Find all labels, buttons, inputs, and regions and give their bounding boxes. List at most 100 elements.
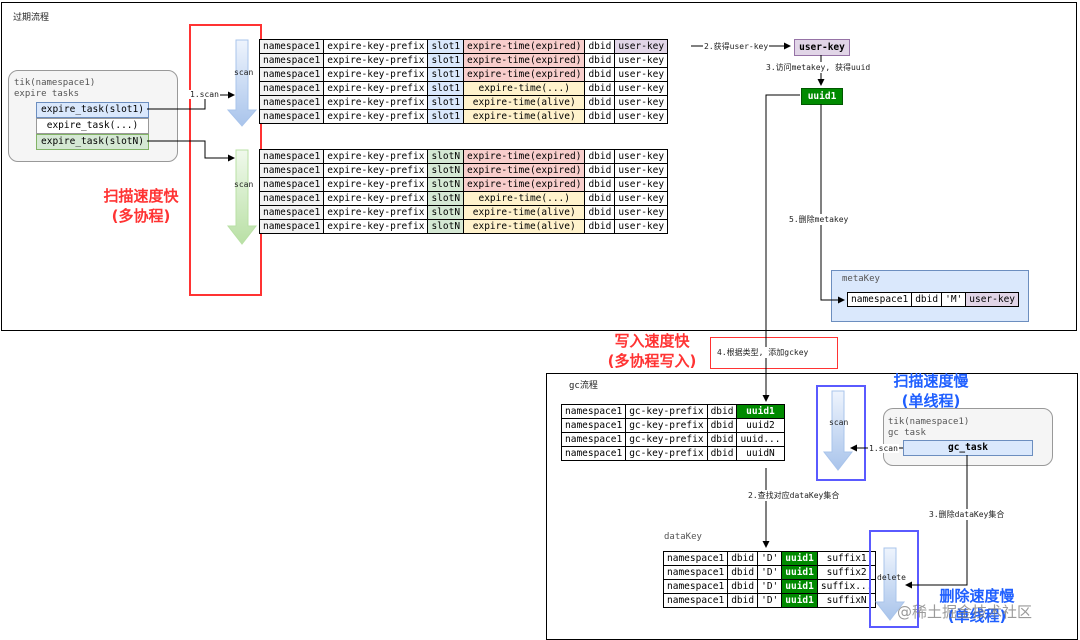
expire-time-cell: expire-time(alive) bbox=[463, 219, 586, 234]
expire-time-cell: expire-time(expired) bbox=[463, 39, 586, 54]
slot-cell: slotN bbox=[427, 177, 465, 192]
metakey-title: metaKey bbox=[842, 274, 880, 284]
expire-time-cell: expire-time(alive) bbox=[463, 205, 586, 220]
dbid-cell: dbid bbox=[584, 191, 616, 206]
step5-label: 5.删除metakey bbox=[788, 214, 850, 225]
gc-scan-slow-line2: (单线程) bbox=[901, 392, 961, 410]
slot-cell: slotN bbox=[427, 149, 465, 164]
dbid-cell: dbid bbox=[727, 551, 759, 566]
scan-fast-label: 扫描速度快 (多协程) bbox=[88, 186, 194, 226]
user-key-cell: user-key bbox=[614, 109, 669, 124]
expire-flow-title: 过期流程 bbox=[13, 13, 50, 23]
dbid-cell: dbid bbox=[584, 163, 616, 178]
user-key-cell: user-key bbox=[614, 163, 669, 178]
type-cell: 'M' bbox=[941, 292, 967, 307]
expire-task-slotN[interactable]: expire_task(slotN) bbox=[36, 134, 149, 150]
slot-cell: slotN bbox=[427, 191, 465, 206]
gc-scan-label: scan bbox=[829, 418, 849, 427]
namespace-cell: namespace1 bbox=[662, 565, 729, 580]
slot-cell: slotN bbox=[427, 163, 465, 178]
slot-cell: slot1 bbox=[427, 53, 465, 68]
key-prefix-cell: expire-key-prefix bbox=[323, 191, 429, 206]
expire-time-cell: expire-time(expired) bbox=[463, 177, 586, 192]
namespace-cell: namespace1 bbox=[258, 67, 325, 82]
gc-step1-label: 1.scan bbox=[868, 444, 899, 453]
dbid-cell: dbid bbox=[584, 39, 616, 54]
expire-time-cell: expire-time(expired) bbox=[463, 149, 586, 164]
dbid-cell: dbid bbox=[584, 149, 616, 164]
gc-scan-outline bbox=[816, 385, 866, 481]
uuid-cell: uuid1 bbox=[736, 404, 785, 419]
slot-cell: slot1 bbox=[427, 39, 465, 54]
gc-flow-title: gc流程 bbox=[569, 381, 598, 391]
uuid-cell: uuid... bbox=[736, 432, 785, 447]
suffix-cell: suffixN bbox=[816, 593, 877, 608]
dbid-cell: dbid bbox=[706, 418, 738, 433]
key-prefix-cell: expire-key-prefix bbox=[323, 163, 429, 178]
dbid-cell: dbid bbox=[584, 67, 616, 82]
scan-label-blue: scan bbox=[234, 68, 254, 77]
dbid-cell: dbid bbox=[584, 177, 616, 192]
user-key-box[interactable]: user-key bbox=[794, 39, 850, 56]
dbid-cell: dbid bbox=[727, 593, 759, 608]
namespace-cell: namespace1 bbox=[662, 551, 729, 566]
gc-key-prefix-cell: gc-key-prefix bbox=[625, 432, 708, 447]
gc-task-line2: gc task bbox=[888, 428, 926, 438]
slot-cell: slot1 bbox=[427, 81, 465, 96]
expire-tasks-line2: expire tasks bbox=[14, 89, 80, 99]
uuid-cell: uuid1 bbox=[781, 593, 818, 608]
step1-scan-label: 1.scan bbox=[189, 90, 220, 99]
namespace-cell: namespace1 bbox=[560, 404, 627, 419]
key-prefix-cell: expire-key-prefix bbox=[323, 67, 429, 82]
gc-task-item[interactable]: gc_task bbox=[903, 440, 1033, 456]
dbid-cell: dbid bbox=[584, 109, 616, 124]
namespace-cell: namespace1 bbox=[258, 163, 325, 178]
step4-label: 4.根据类型, 添加gckey bbox=[716, 347, 810, 358]
expire-tasks-line1: tik(namespace1) bbox=[14, 78, 96, 88]
namespace-cell: namespace1 bbox=[258, 177, 325, 192]
namespace-cell: namespace1 bbox=[846, 292, 913, 307]
key-prefix-cell: expire-key-prefix bbox=[323, 177, 429, 192]
gc-delete-label: delete bbox=[877, 573, 906, 582]
key-prefix-cell: expire-key-prefix bbox=[323, 149, 429, 164]
expire-task-ellipsis[interactable]: expire_task(...) bbox=[36, 118, 149, 134]
uuid1-box[interactable]: uuid1 bbox=[801, 88, 843, 105]
delete-slow-line2: (单线程) bbox=[947, 607, 1007, 625]
gc-key-prefix-cell: gc-key-prefix bbox=[625, 404, 708, 419]
slot-cell: slotN bbox=[427, 205, 465, 220]
user-key-cell: user-key bbox=[614, 53, 669, 68]
gc-key-prefix-cell: gc-key-prefix bbox=[625, 446, 708, 461]
expire-time-cell: expire-time(alive) bbox=[463, 109, 586, 124]
namespace-cell: namespace1 bbox=[560, 418, 627, 433]
suffix-cell: suffix1 bbox=[816, 551, 877, 566]
write-fast-line2: (多协程写入) bbox=[607, 352, 697, 370]
user-key-cell: user-key bbox=[614, 149, 669, 164]
dbid-cell: dbid bbox=[706, 446, 738, 461]
key-prefix-cell: expire-key-prefix bbox=[323, 109, 429, 124]
uuid-cell: uuid1 bbox=[781, 565, 818, 580]
expire-task-slot1[interactable]: expire_task(slot1) bbox=[36, 102, 149, 118]
expire-time-cell: expire-time(...) bbox=[463, 81, 586, 96]
expire-time-cell: expire-time(expired) bbox=[463, 163, 586, 178]
dbid-cell: dbid bbox=[727, 579, 759, 594]
dbid-cell: dbid bbox=[584, 53, 616, 68]
slot-cell: slotN bbox=[427, 219, 465, 234]
key-prefix-cell: expire-key-prefix bbox=[323, 39, 429, 54]
